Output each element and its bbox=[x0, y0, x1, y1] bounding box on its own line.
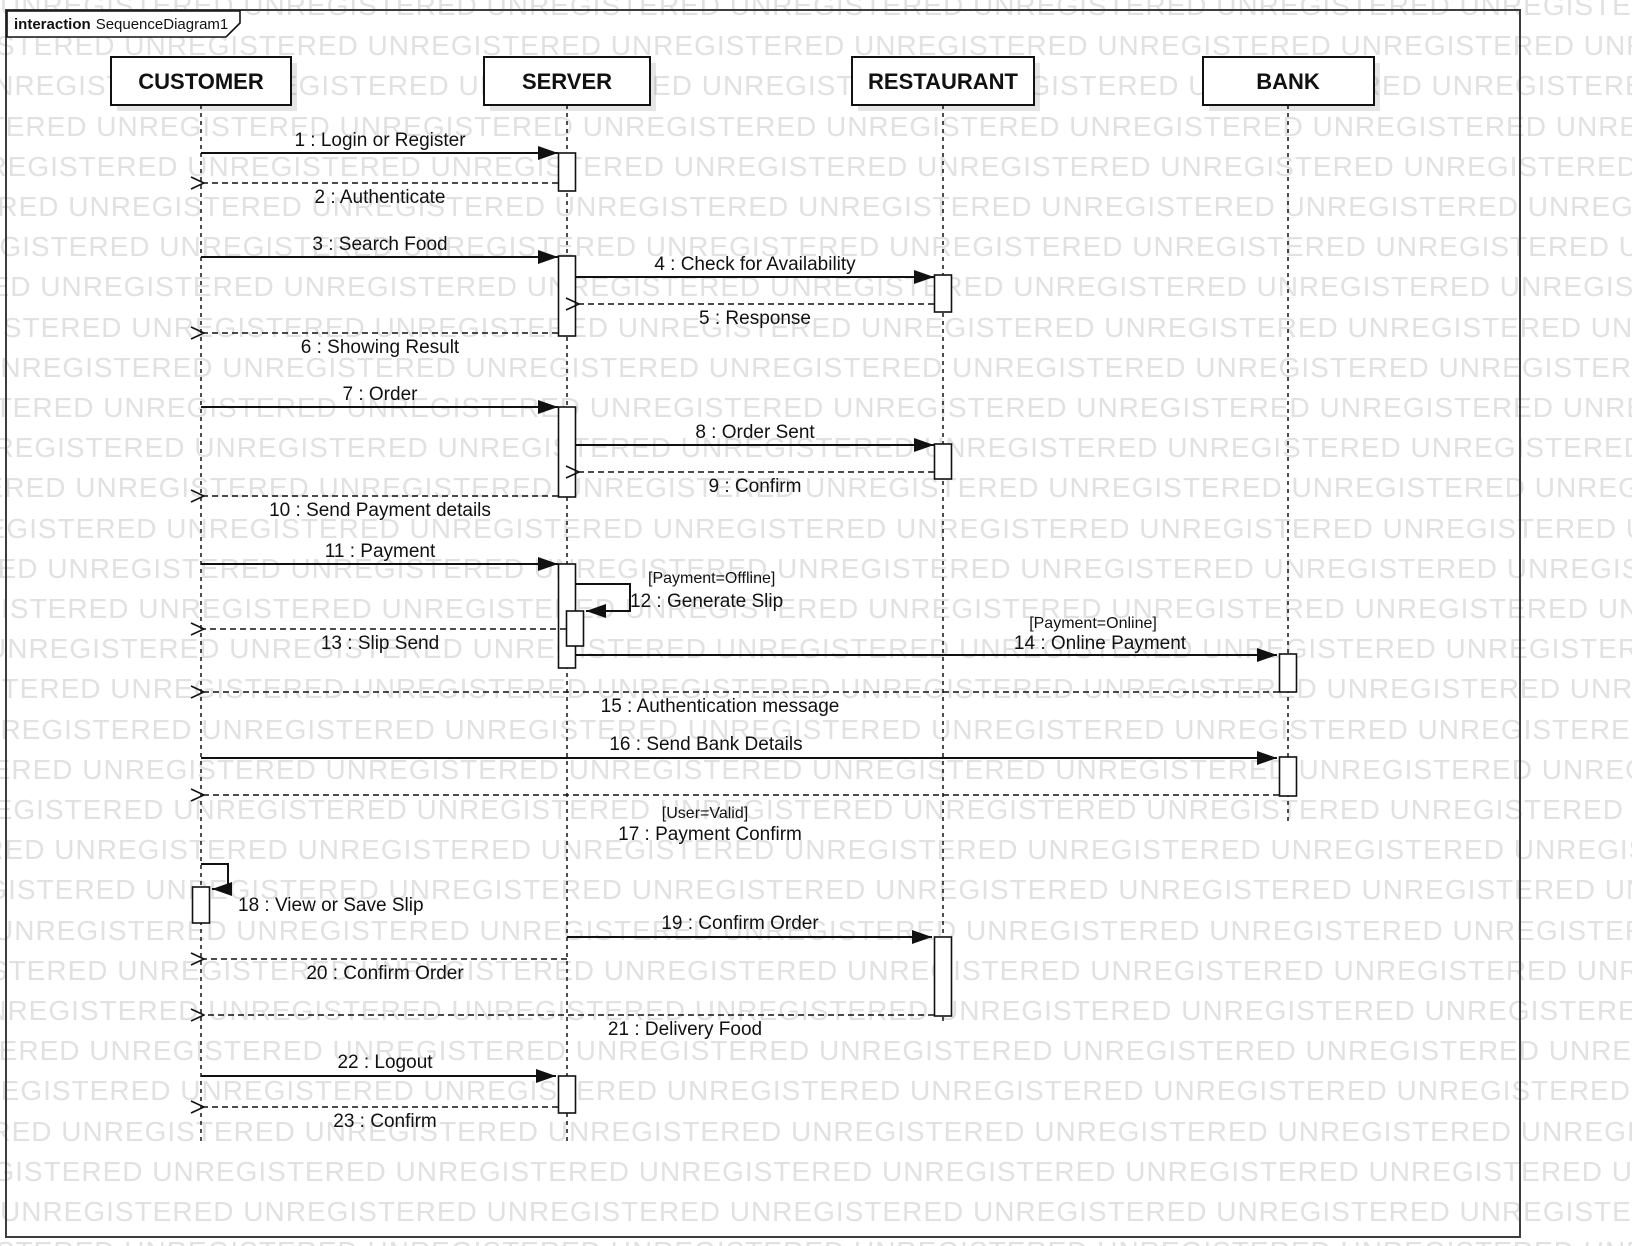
watermark-row: UNREGISTERED UNREGISTERED UNREGISTERED U… bbox=[0, 673, 1632, 705]
watermark-row: UNREGISTERED UNREGISTERED UNREGISTERED U… bbox=[0, 1155, 1632, 1187]
message-7-label: 7 : Order bbox=[343, 384, 419, 405]
watermark-row: UNREGISTERED UNREGISTERED UNREGISTERED U… bbox=[0, 472, 1632, 504]
activation-restaurant-confirm bbox=[933, 936, 953, 1017]
watermark-row: UNREGISTERED UNREGISTERED UNREGISTERED U… bbox=[0, 1236, 1632, 1246]
diagram-frame bbox=[5, 9, 1521, 1238]
message-22-label: 22 : Logout bbox=[337, 1052, 433, 1073]
activation-restaurant-order bbox=[933, 443, 953, 480]
watermark-row: UNREGISTERED UNREGISTERED UNREGISTERED U… bbox=[0, 995, 1632, 1026]
activation-server-logout bbox=[557, 1075, 577, 1114]
message-18-self-line bbox=[201, 863, 232, 896]
frame-title-tab bbox=[6, 10, 241, 38]
actor-box-server bbox=[483, 56, 651, 106]
watermark-row: UNREGISTERED UNREGISTERED UNREGISTERED U… bbox=[0, 1075, 1632, 1107]
message-17-guard: [User=Valid] bbox=[662, 805, 748, 822]
message-13-label: 13 : Slip Send bbox=[321, 633, 439, 654]
message-16-label: 16 : Send Bank Details bbox=[609, 734, 802, 755]
watermark-row: UNREGISTERED UNREGISTERED UNREGISTERED U… bbox=[0, 834, 1632, 866]
actor-box-bank bbox=[1202, 56, 1375, 106]
message-23-label: 23 : Confirm bbox=[333, 1111, 436, 1132]
actor-label-restaurant: RESTAURANT bbox=[868, 69, 1018, 94]
watermark-row: UNREGISTERED UNREGISTERED UNREGISTERED U… bbox=[0, 1035, 1632, 1067]
message-3-label: 3 : Search Food bbox=[312, 234, 447, 255]
actor-box-customer bbox=[110, 56, 292, 106]
watermark-row: UNREGISTERED UNREGISTERED UNREGISTERED U… bbox=[0, 432, 1632, 464]
watermark-row: UNREGISTERED UNREGISTERED UNREGISTERED U… bbox=[0, 1196, 1632, 1227]
activation-customer-slip bbox=[191, 886, 211, 924]
activation-server-slip bbox=[565, 610, 585, 647]
message-12-self-line bbox=[575, 583, 631, 618]
activation-server-order bbox=[557, 406, 577, 498]
message-12-guard: [Payment=Offline] bbox=[648, 570, 775, 587]
activation-server-login bbox=[557, 152, 577, 192]
message-2-label: 2 : Authenticate bbox=[315, 187, 446, 208]
message-5-label: 5 : Response bbox=[699, 308, 811, 329]
watermark-row: UNREGISTERED UNREGISTERED UNREGISTERED U… bbox=[0, 110, 1632, 142]
watermark-row: UNREGISTERED UNREGISTERED UNREGISTERED U… bbox=[0, 512, 1632, 544]
watermark-row: UNREGISTERED UNREGISTERED UNREGISTERED U… bbox=[0, 351, 1632, 383]
watermark-row: UNREGISTERED UNREGISTERED UNREGISTERED U… bbox=[0, 1115, 1632, 1147]
message-12-label: 12 : Generate Slip bbox=[630, 591, 783, 612]
actor-label-customer: CUSTOMER bbox=[138, 69, 264, 94]
activation-bank-details bbox=[1278, 756, 1298, 797]
message-6-label: 6 : Showing Result bbox=[301, 337, 460, 358]
watermark-row: UNREGISTERED UNREGISTERED UNREGISTERED U… bbox=[0, 150, 1632, 182]
actor-label-server: SERVER bbox=[522, 69, 612, 94]
activation-server-search bbox=[557, 255, 577, 337]
activation-bank-online bbox=[1278, 653, 1298, 693]
message-1-label: 1 : Login or Register bbox=[294, 130, 466, 151]
watermark-row: UNREGISTERED UNREGISTERED UNREGISTERED U… bbox=[0, 794, 1632, 825]
message-10-label: 10 : Send Payment details bbox=[269, 500, 491, 521]
actor-box-restaurant bbox=[851, 56, 1035, 106]
message-4-label: 4 : Check for Availability bbox=[654, 254, 856, 275]
message-18-label: 18 : View or Save Slip bbox=[238, 895, 424, 916]
message-15-label: 15 : Authentication message bbox=[601, 696, 840, 717]
actor-label-bank: BANK bbox=[1256, 69, 1320, 94]
watermark-row: UNREGISTERED UNREGISTERED UNREGISTERED U… bbox=[0, 633, 1632, 665]
watermark-row: UNREGISTERED UNREGISTERED UNREGISTERED U… bbox=[0, 311, 1632, 343]
message-19-label: 19 : Confirm Order bbox=[661, 913, 819, 934]
message-9-label: 9 : Confirm bbox=[709, 476, 802, 497]
watermark-row: UNREGISTERED UNREGISTERED UNREGISTERED U… bbox=[0, 191, 1632, 222]
message-17-label: 17 : Payment Confirm bbox=[618, 824, 802, 845]
watermark-row: UNREGISTERED UNREGISTERED UNREGISTERED U… bbox=[0, 914, 1632, 946]
message-8-label: 8 : Order Sent bbox=[695, 422, 815, 443]
message-14-guard: [Payment=Online] bbox=[1029, 615, 1157, 632]
message-14-label: 14 : Online Payment bbox=[1014, 633, 1187, 654]
message-11-label: 11 : Payment bbox=[325, 541, 436, 562]
message-20-label: 20 : Confirm Order bbox=[306, 963, 464, 984]
watermark-row: UNREGISTERED UNREGISTERED UNREGISTERED U… bbox=[0, 874, 1632, 906]
watermark-row: UNREGISTERED UNREGISTERED UNREGISTERED U… bbox=[0, 713, 1632, 745]
watermark-row: UNREGISTERED UNREGISTERED UNREGISTERED U… bbox=[0, 552, 1632, 584]
watermark-row: UNREGISTERED UNREGISTERED UNREGISTERED U… bbox=[0, 954, 1632, 986]
message-21-label: 21 : Delivery Food bbox=[608, 1019, 762, 1040]
watermark-row: UNREGISTERED UNREGISTERED UNREGISTERED U… bbox=[0, 593, 1632, 624]
activation-restaurant-avail bbox=[933, 274, 953, 313]
